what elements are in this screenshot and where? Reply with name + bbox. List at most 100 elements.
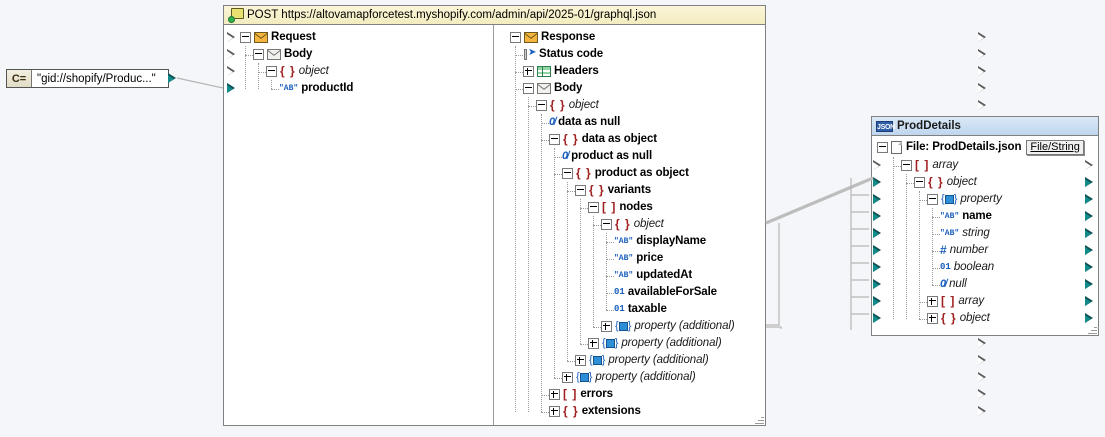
resize-grip-proddetails[interactable] [1087, 324, 1097, 334]
tree-row[interactable]: 0̸null [940, 276, 967, 293]
connector-arrow-open[interactable] [978, 66, 987, 77]
connector-arrow-connected[interactable] [1085, 313, 1094, 324]
tree-row[interactable]: { }product as object [562, 165, 689, 182]
connector-arrow-connected[interactable] [873, 262, 882, 273]
expander-plus-icon[interactable] [575, 355, 586, 366]
tree-row[interactable]: Response [510, 29, 595, 46]
tree-row[interactable]: "AB"productId [279, 80, 353, 97]
connector-arrow-open[interactable] [1085, 160, 1094, 171]
connector-arrow-connected[interactable] [873, 177, 882, 188]
tree-row[interactable]: Body [523, 80, 582, 97]
expander-plus-icon[interactable] [523, 66, 534, 77]
connector-arrow-connected[interactable] [873, 211, 882, 222]
expander-minus-icon[interactable] [253, 49, 264, 60]
tree-row[interactable]: { }object [601, 216, 664, 233]
expander-plus-icon[interactable] [588, 338, 599, 349]
connector-arrow-open[interactable] [978, 406, 987, 417]
tree-row[interactable]: 01taxable [614, 301, 667, 318]
tree-row[interactable]: { }object [266, 63, 329, 80]
expander-minus-icon[interactable] [914, 177, 925, 188]
tree-row[interactable]: #number [940, 242, 988, 259]
connector-arrow-connected[interactable] [873, 194, 882, 205]
expander-minus-icon[interactable] [877, 142, 888, 153]
expander-minus-icon[interactable] [588, 202, 599, 213]
tree-row[interactable]: [ ]array [927, 293, 984, 310]
connector-arrow-open[interactable] [978, 32, 987, 43]
expander-plus-icon[interactable] [601, 321, 612, 332]
connector-arrow-connected[interactable] [1085, 262, 1094, 273]
connector-arrow-connected[interactable] [1085, 228, 1094, 239]
connector-arrow-open[interactable] [227, 66, 236, 77]
tree-row[interactable]: Body [253, 46, 312, 63]
tree-row[interactable]: {}property (additional) [588, 335, 722, 352]
constant-box[interactable]: C= "gid://shopify/Produc..." [6, 69, 169, 88]
constant-output-arrow[interactable] [168, 73, 177, 84]
tree-row[interactable]: 01availableForSale [614, 284, 717, 301]
tree-row[interactable]: Status code [523, 46, 603, 63]
connector-arrow-open[interactable] [978, 100, 987, 111]
webservice-component[interactable]: POST https://altovamapforcetest.myshopif… [223, 5, 766, 426]
expander-minus-icon[interactable] [266, 66, 277, 77]
expander-minus-icon[interactable] [575, 185, 586, 196]
connector-arrow-open[interactable] [978, 49, 987, 60]
connector-arrow-connected[interactable] [873, 228, 882, 239]
proddetails-component[interactable]: JSON ProdDetails File: ProdDetails.json … [871, 116, 1099, 336]
connector-arrow-connected[interactable] [1085, 177, 1094, 188]
resize-grip-webservice[interactable] [754, 414, 764, 424]
connector-arrow-open[interactable] [227, 32, 236, 43]
tree-row[interactable]: Headers [523, 63, 599, 80]
connector-arrow-connected[interactable] [873, 313, 882, 324]
connector-arrow-connected[interactable] [1085, 245, 1094, 256]
expander-minus-icon[interactable] [536, 100, 547, 111]
connector-arrow-open[interactable] [978, 389, 987, 400]
connector-arrow-connected[interactable] [227, 83, 236, 94]
tree-row[interactable]: "AB"name [940, 208, 992, 225]
connector-arrow-connected[interactable] [1085, 211, 1094, 222]
connector-arrow-connected[interactable] [1085, 296, 1094, 307]
tree-row[interactable]: Request [240, 29, 316, 46]
expander-minus-icon[interactable] [562, 168, 573, 179]
tree-row[interactable]: {}property (additional) [601, 318, 735, 335]
expander-minus-icon[interactable] [510, 32, 521, 43]
connector-arrow-open[interactable] [873, 160, 882, 171]
tree-row[interactable]: 0̸data as null [549, 114, 620, 131]
expander-minus-icon[interactable] [601, 219, 612, 230]
connector-arrow-connected[interactable] [873, 296, 882, 307]
tree-row[interactable]: { }extensions [549, 403, 641, 420]
tree-row[interactable]: 01boolean [940, 259, 994, 276]
tree-row[interactable]: [ ]array [901, 157, 958, 174]
tree-row[interactable]: "AB"string [940, 225, 990, 242]
tree-row[interactable]: "AB"displayName [614, 233, 706, 250]
tree-row[interactable]: { }data as object [549, 131, 657, 148]
connector-arrow-connected[interactable] [1085, 279, 1094, 290]
expander-minus-icon[interactable] [927, 194, 938, 205]
tree-row[interactable]: { }object [927, 310, 990, 327]
connector-arrow-open[interactable] [978, 83, 987, 94]
tree-row[interactable]: [ ]errors [549, 386, 613, 403]
tree-row[interactable]: 0̸product as null [562, 148, 652, 165]
connector-arrow-open[interactable] [978, 372, 987, 383]
expander-plus-icon[interactable] [927, 313, 938, 324]
tree-row[interactable]: "AB"price [614, 250, 663, 267]
connector-arrow-connected[interactable] [873, 245, 882, 256]
expander-minus-icon[interactable] [523, 83, 534, 94]
tree-row[interactable]: "AB"updatedAt [614, 267, 692, 284]
connector-arrow-connected[interactable] [1085, 194, 1094, 205]
connector-arrow-open[interactable] [978, 355, 987, 366]
tree-row[interactable]: { }object [914, 174, 977, 191]
tree-row[interactable]: {}property (additional) [575, 352, 709, 369]
expander-plus-icon[interactable] [562, 372, 573, 383]
expander-plus-icon[interactable] [549, 406, 560, 417]
tree-row[interactable]: {}property (additional) [562, 369, 696, 386]
connector-arrow-connected[interactable] [873, 279, 882, 290]
tree-row[interactable]: {}property [927, 191, 1002, 208]
tree-row[interactable]: { }variants [575, 182, 651, 199]
expander-minus-icon[interactable] [240, 32, 251, 43]
expander-plus-icon[interactable] [549, 389, 560, 400]
tree-row[interactable]: [ ]nodes [588, 199, 653, 216]
expander-minus-icon[interactable] [901, 160, 912, 171]
tree-row[interactable]: { }object [536, 97, 599, 114]
expander-plus-icon[interactable] [927, 296, 938, 307]
expander-minus-icon[interactable] [549, 134, 560, 145]
connector-arrow-open[interactable] [227, 49, 236, 60]
